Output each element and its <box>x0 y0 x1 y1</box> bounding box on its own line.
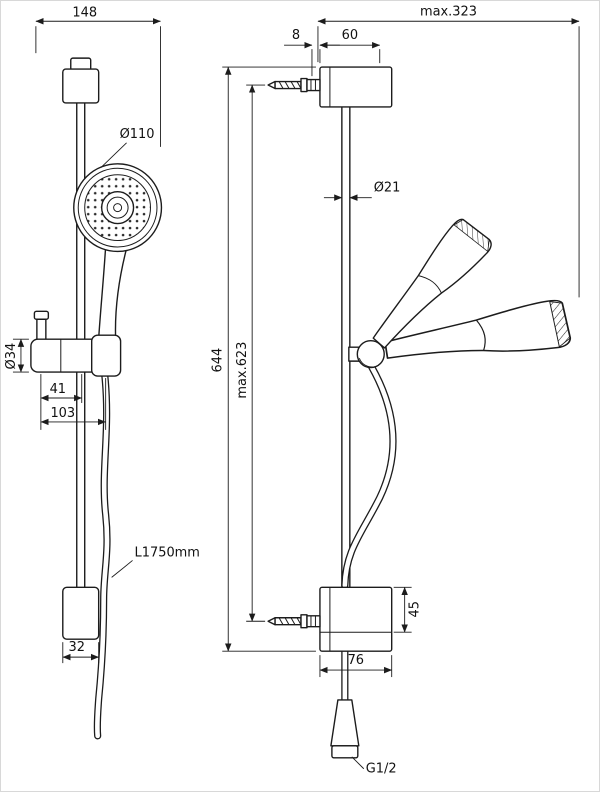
front-hose <box>93 370 111 740</box>
front-view: 148 Ø110 Ø34 41 103 L1750mm <box>4 5 200 740</box>
dim-offset-60: 60 <box>319 28 381 64</box>
side-hose <box>341 363 397 705</box>
dim-rail-diameter: Ø21 <box>323 181 401 201</box>
dim-label-d34: Ø34 <box>4 343 19 370</box>
dim-label-l1750: L1750mm <box>135 545 200 560</box>
dim-label-max623: max.623 <box>235 342 250 399</box>
side-top-bracket <box>319 66 393 108</box>
dim-label-max323: max.323 <box>420 4 477 19</box>
dim-label-148: 148 <box>72 5 97 20</box>
dim-connection-thread: G1/2 <box>351 756 397 777</box>
front-slider-pin <box>33 310 50 342</box>
wall-screw-bottom <box>267 614 321 629</box>
front-bottom-cap <box>62 586 100 640</box>
dim-label-60: 60 <box>342 28 358 43</box>
dim-label-76: 76 <box>348 653 364 668</box>
front-handle-cup <box>90 334 122 377</box>
dim-rail-length-644: 644 <box>210 66 316 652</box>
dim-hose-length: L1750mm <box>111 545 200 578</box>
dim-label-d110: Ø110 <box>120 127 155 142</box>
side-view: max.323 8 60 Ø21 644 m <box>210 4 580 777</box>
slider-ball-joint <box>348 339 385 369</box>
dim-label-644: 644 <box>210 348 225 373</box>
dim-max-reach: max.323 <box>317 4 580 298</box>
dim-offset-103: 103 <box>40 378 107 430</box>
side-bottom-bracket <box>319 586 393 652</box>
dim-head-diameter: Ø110 <box>100 127 155 169</box>
dim-label-32: 32 <box>69 640 85 655</box>
dim-offset-41: 41 <box>40 374 83 430</box>
dim-width-top: 148 <box>35 5 161 147</box>
dim-label-g12: G1/2 <box>366 762 397 777</box>
dim-slider-diameter: Ø34 <box>4 338 29 373</box>
side-cone-fitting <box>330 699 360 759</box>
dim-max-fixing-623: max.623 <box>235 84 266 622</box>
dim-label-d21: Ø21 <box>374 181 401 196</box>
dim-bracket-height-45: 45 <box>393 586 423 633</box>
front-shower-head <box>73 163 163 253</box>
dim-label-8: 8 <box>292 28 300 43</box>
dim-bracket-width-76: 76 <box>319 653 393 678</box>
dim-label-45: 45 <box>408 601 423 617</box>
dim-label-41: 41 <box>50 382 66 397</box>
front-top-cap <box>62 57 100 104</box>
wall-screw-top <box>267 77 321 93</box>
dim-label-103: 103 <box>50 406 75 421</box>
dim-base-width: 32 <box>62 640 100 664</box>
